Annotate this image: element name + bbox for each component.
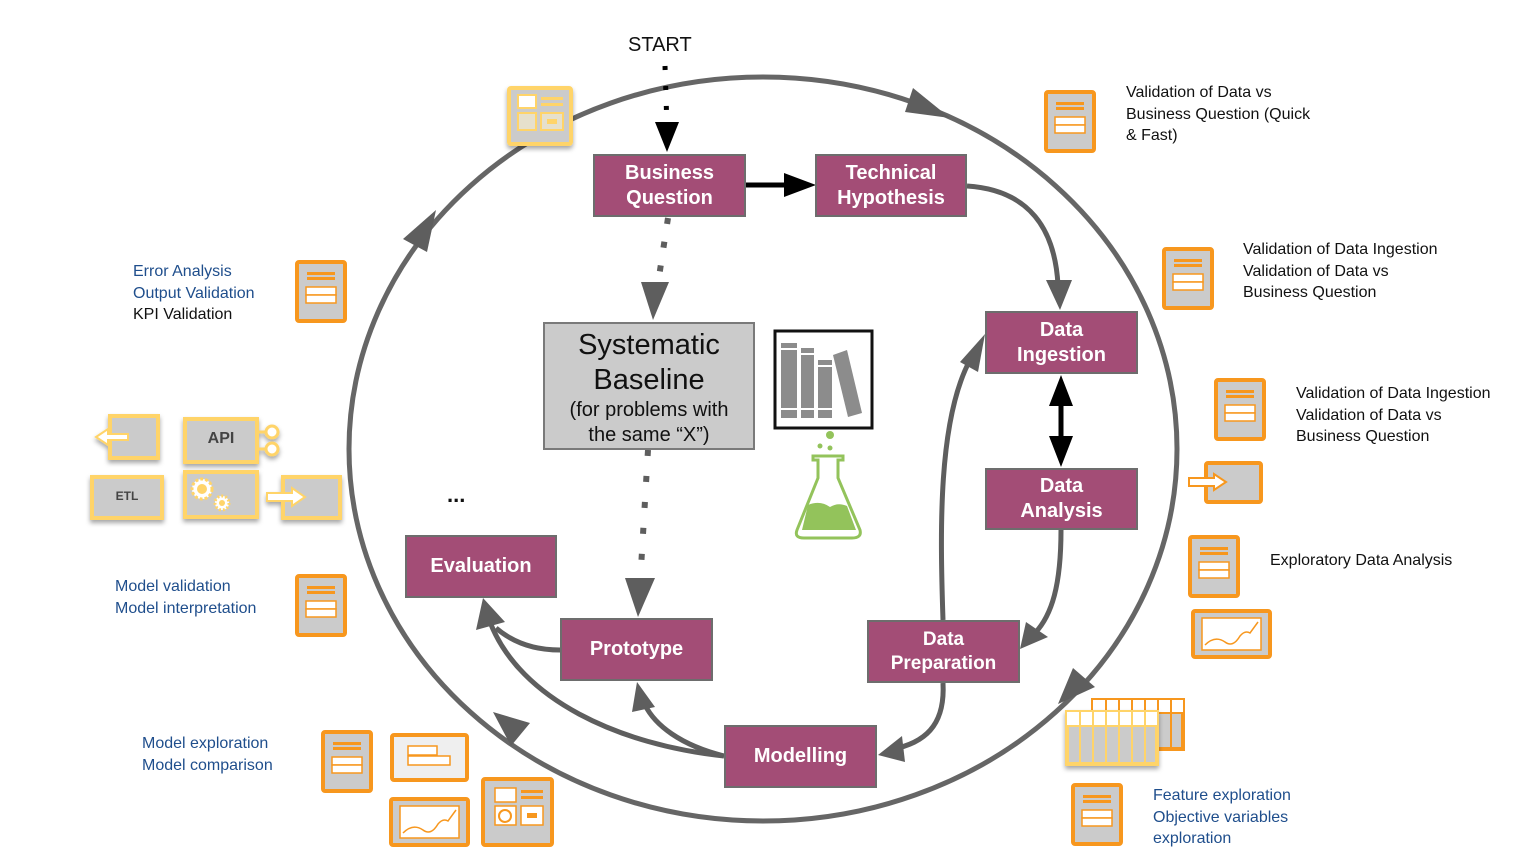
doc-icon-model-exploration <box>321 730 373 793</box>
dashboard-icon <box>507 86 573 146</box>
baseline-title: Systematic Baseline <box>578 329 720 396</box>
baseline-subtitle: (for problems with the same “X”) <box>569 399 729 446</box>
node-business-question[interactable]: Business Question <box>593 154 746 217</box>
gears-icon <box>183 470 259 519</box>
annotation-model-exploration: Model exploration Model comparison <box>142 735 273 774</box>
cycle-arrowheads <box>403 88 1095 746</box>
edge-dp-di <box>938 358 973 621</box>
edge-di-da-arrowhead-down <box>1049 436 1073 467</box>
annotation-output-validation: Output Validation <box>133 285 255 302</box>
edge-proto-eval <box>494 626 561 653</box>
data-table-icon <box>1065 698 1185 766</box>
node-data-preparation[interactable]: Data Preparation <box>867 620 1020 683</box>
edge-th-di-arrowhead <box>1046 280 1072 310</box>
library-books-icon <box>773 329 874 430</box>
node-evaluation[interactable]: Evaluation <box>405 535 557 598</box>
annotation-validation-quick: Validation of Data vs Business Question … <box>1126 84 1311 144</box>
annotation-feature-exploration: Feature exploration Objective variables … <box>1153 787 1291 847</box>
node-data-analysis[interactable]: Data Analysis <box>985 468 1138 530</box>
dashboard-icon-orange <box>481 777 554 847</box>
doc-icon-eda <box>1188 535 1240 598</box>
edge-mod-proto-arrowhead <box>632 682 655 712</box>
bar-chart-icon <box>390 733 469 782</box>
edge-bq-th-arrowhead <box>784 173 816 197</box>
edge-th-di <box>966 183 1061 286</box>
edge-baseline-proto <box>637 449 651 586</box>
doc-icon-error-analysis <box>295 260 347 323</box>
doc-icon-validation-quick <box>1044 90 1096 153</box>
etl-label: ETL <box>115 489 139 503</box>
line-chart-icon-right <box>1191 609 1272 659</box>
etl-icon <box>90 475 164 520</box>
node-systematic-baseline[interactable]: Systematic Baseline (for problems with t… <box>543 322 755 450</box>
annotation-model-validation: Model validation Model interpretation <box>115 578 257 617</box>
node-technical-hypothesis[interactable]: Technical Hypothesis <box>815 154 967 217</box>
edge-di-da-arrowhead-up <box>1049 375 1073 406</box>
start-label: START <box>628 34 692 56</box>
api-icon <box>183 417 280 464</box>
ellipsis-label: ... <box>447 482 466 507</box>
edge-dp-mod-arrowhead <box>878 736 905 762</box>
import-arrow-icon <box>1188 461 1263 504</box>
edge-da-dp-arrowhead <box>1020 622 1048 649</box>
doc-icon-validation-ingestion-2 <box>1214 378 1266 441</box>
node-data-ingestion[interactable]: Data Ingestion <box>985 311 1138 374</box>
edge-mod-eval <box>487 621 725 759</box>
lifecycle-cycle <box>346 74 1180 824</box>
doc-icon-feature <box>1071 783 1123 846</box>
doc-icon-validation-ingestion-1 <box>1162 247 1214 310</box>
edge-dp-mod <box>897 682 946 751</box>
flask-icon <box>794 431 862 540</box>
start-dotted-line <box>662 65 670 129</box>
cycle-arrowhead-left <box>403 210 436 252</box>
edge-mod-eval-arrowhead <box>476 598 505 630</box>
cycle-arrowhead-top-right <box>905 88 950 118</box>
line-chart-icon-bottom <box>389 797 470 847</box>
annotation-validation-ingestion-2: Validation of Data Ingestion Validation … <box>1296 385 1491 445</box>
doc-icons-group <box>295 90 1266 846</box>
node-modelling[interactable]: Modelling <box>724 725 877 788</box>
api-label: API <box>207 430 235 447</box>
cycle-arrowhead-bottom-left <box>493 712 530 746</box>
edge-bq-baseline-arrowhead <box>641 282 669 320</box>
edge-da-dp <box>1033 529 1064 635</box>
export-left-icon <box>94 414 160 460</box>
edge-baseline-proto-arrowhead <box>625 578 655 617</box>
annotation-eda: Exploratory Data Analysis <box>1270 552 1453 569</box>
annotation-error-analysis: Error Analysis <box>133 263 232 280</box>
edge-bq-baseline <box>654 217 671 291</box>
doc-icon-model-validation <box>295 574 347 637</box>
start-arrowhead <box>655 122 679 152</box>
deployment-icons <box>90 414 342 520</box>
cycle-arrowhead-bottom-right <box>1058 668 1095 704</box>
edge-dp-di-arrowhead <box>960 334 985 372</box>
import-right-icon <box>266 475 342 520</box>
annotation-kpi-validation: KPI Validation <box>133 306 233 323</box>
node-prototype[interactable]: Prototype <box>560 618 713 681</box>
annotation-validation-ingestion-1: Validation of Data Ingestion Validation … <box>1243 241 1438 301</box>
